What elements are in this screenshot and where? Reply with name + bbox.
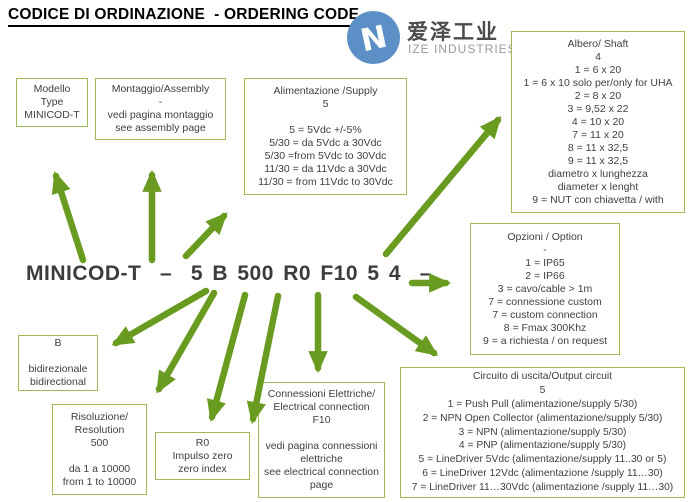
- arrow-to-alimentazione: [182, 212, 228, 260]
- arrow-to-bidirectional: [111, 287, 210, 347]
- arrow-to-output-circuit: [352, 293, 439, 357]
- logo-company-name-en: IZE INDUSTRIES: [408, 42, 517, 56]
- box-bidirectional: B bidirezionale bidirectional: [18, 335, 98, 391]
- page-title: CODICE DI ORDINAZIONE - ORDERING CODE: [8, 6, 360, 27]
- box-alimentazione-supply: Alimentazione /Supply 5 5 = 5Vdc +/-5% 5…: [244, 78, 407, 195]
- box-risoluzione-resolution: Risoluzione/ Resolution 500 da 1 a 10000…: [52, 404, 147, 495]
- logo-company-name-cn: 爱泽工业: [407, 21, 499, 44]
- arrow-to-zero-index: [207, 291, 249, 423]
- box-electrical-connection: Connessioni Elettriche/ Electrical conne…: [258, 382, 385, 498]
- box-modello-type: Modello Type MINICOD-T: [16, 78, 88, 127]
- arrow-to-modello: [51, 171, 87, 264]
- ordering-code-string: MINICOD-T – 5 B 500 R0 F10 5 4 –: [26, 262, 432, 285]
- box-zero-index: R0 Impulso zero zero index: [155, 432, 250, 480]
- box-output-circuit: Circuito di uscita/Output circuit 5 1 = …: [400, 367, 685, 498]
- box-albero-shaft: Albero/ Shaft 4 1 = 6 x 20 1 = 6 x 10 so…: [511, 31, 685, 213]
- arrow-to-risoluzione: [155, 289, 218, 394]
- box-montaggio-assembly: Montaggio/Assembly - vedi pagina montagg…: [95, 78, 226, 140]
- ize-logo-icon: N: [347, 11, 400, 64]
- box-opzioni-option: Opzioni / Option - 1 = IP65 2 = IP66 3 =…: [470, 223, 620, 355]
